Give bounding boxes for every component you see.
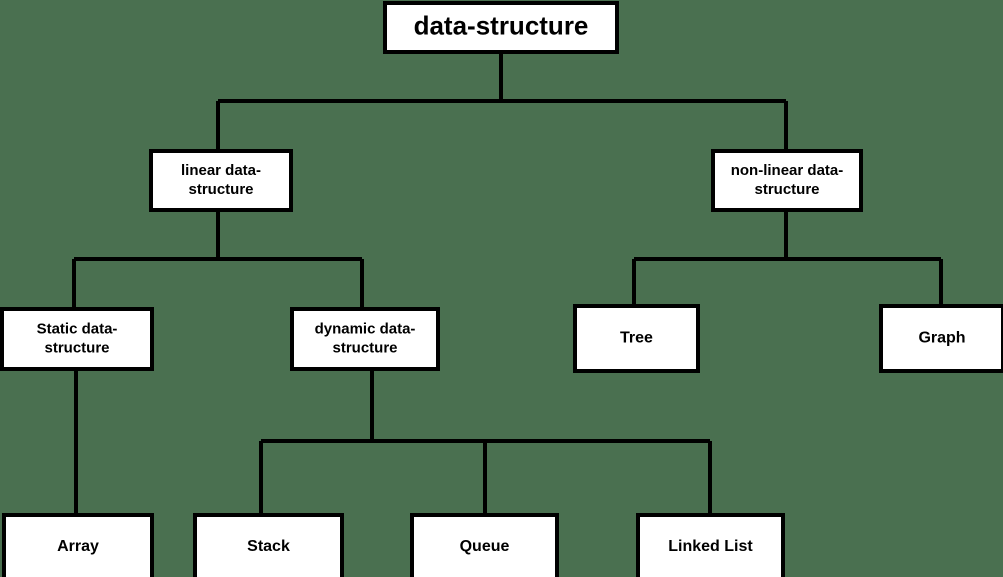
node-label-linear: linear data-structure [181,162,261,198]
node-box-root[interactable] [383,1,619,54]
node-label-dynamic: dynamic data-structure [315,320,416,356]
node-box-stack[interactable] [193,513,344,577]
node-label-graph: Graph [918,330,965,347]
node-label-line: Tree [620,330,653,347]
node-box-tree[interactable] [573,304,700,373]
node-linked-list[interactable]: Linked List [636,513,785,577]
node-label-array: Array [57,538,99,555]
node-queue[interactable]: Queue [410,513,559,577]
node-box-linear[interactable] [149,149,293,212]
node-label-static: Static data-structure [37,320,118,356]
node-box-array[interactable] [2,513,154,577]
node-box-non-linear[interactable] [711,149,863,212]
connector-layer [72,52,943,515]
node-dynamic[interactable]: dynamic data-structure [290,307,440,371]
node-stack[interactable]: Stack [193,513,344,577]
node-label-line: structure [332,339,397,356]
node-label-line: dynamic data- [315,320,416,337]
node-label-stack: Stack [247,538,290,555]
node-box-dynamic[interactable] [290,307,440,371]
node-label-line: data-structure [414,10,589,40]
node-label-line: Graph [918,330,965,347]
node-array[interactable]: Array [2,513,154,577]
node-graph[interactable]: Graph [879,304,1003,373]
node-root[interactable]: data-structure [383,1,619,54]
node-box-static[interactable] [0,307,154,371]
node-label-line: Linked List [668,538,753,555]
node-label-tree: Tree [620,330,653,347]
node-label-line: Array [57,538,99,555]
node-non-linear[interactable]: non-linear data-structure [711,149,863,212]
node-label-line: structure [188,181,253,198]
node-label-line: structure [44,339,109,356]
node-box-graph[interactable] [879,304,1003,373]
node-box-queue[interactable] [410,513,559,577]
node-label-line: structure [754,181,819,198]
node-label-line: Stack [247,538,290,555]
node-label-non-linear: non-linear data-structure [731,162,844,198]
node-label-queue: Queue [460,538,510,555]
node-label-line: Static data- [37,320,118,337]
node-label-root: data-structure [414,10,589,40]
node-linear[interactable]: linear data-structure [149,149,293,212]
node-label-line: Queue [460,538,510,555]
node-label-line: linear data- [181,162,261,179]
node-tree[interactable]: Tree [573,304,700,373]
node-label-line: non-linear data- [731,162,844,179]
node-box-linked-list[interactable] [636,513,785,577]
node-static[interactable]: Static data-structure [0,307,154,371]
node-label-linked-list: Linked List [668,538,753,555]
